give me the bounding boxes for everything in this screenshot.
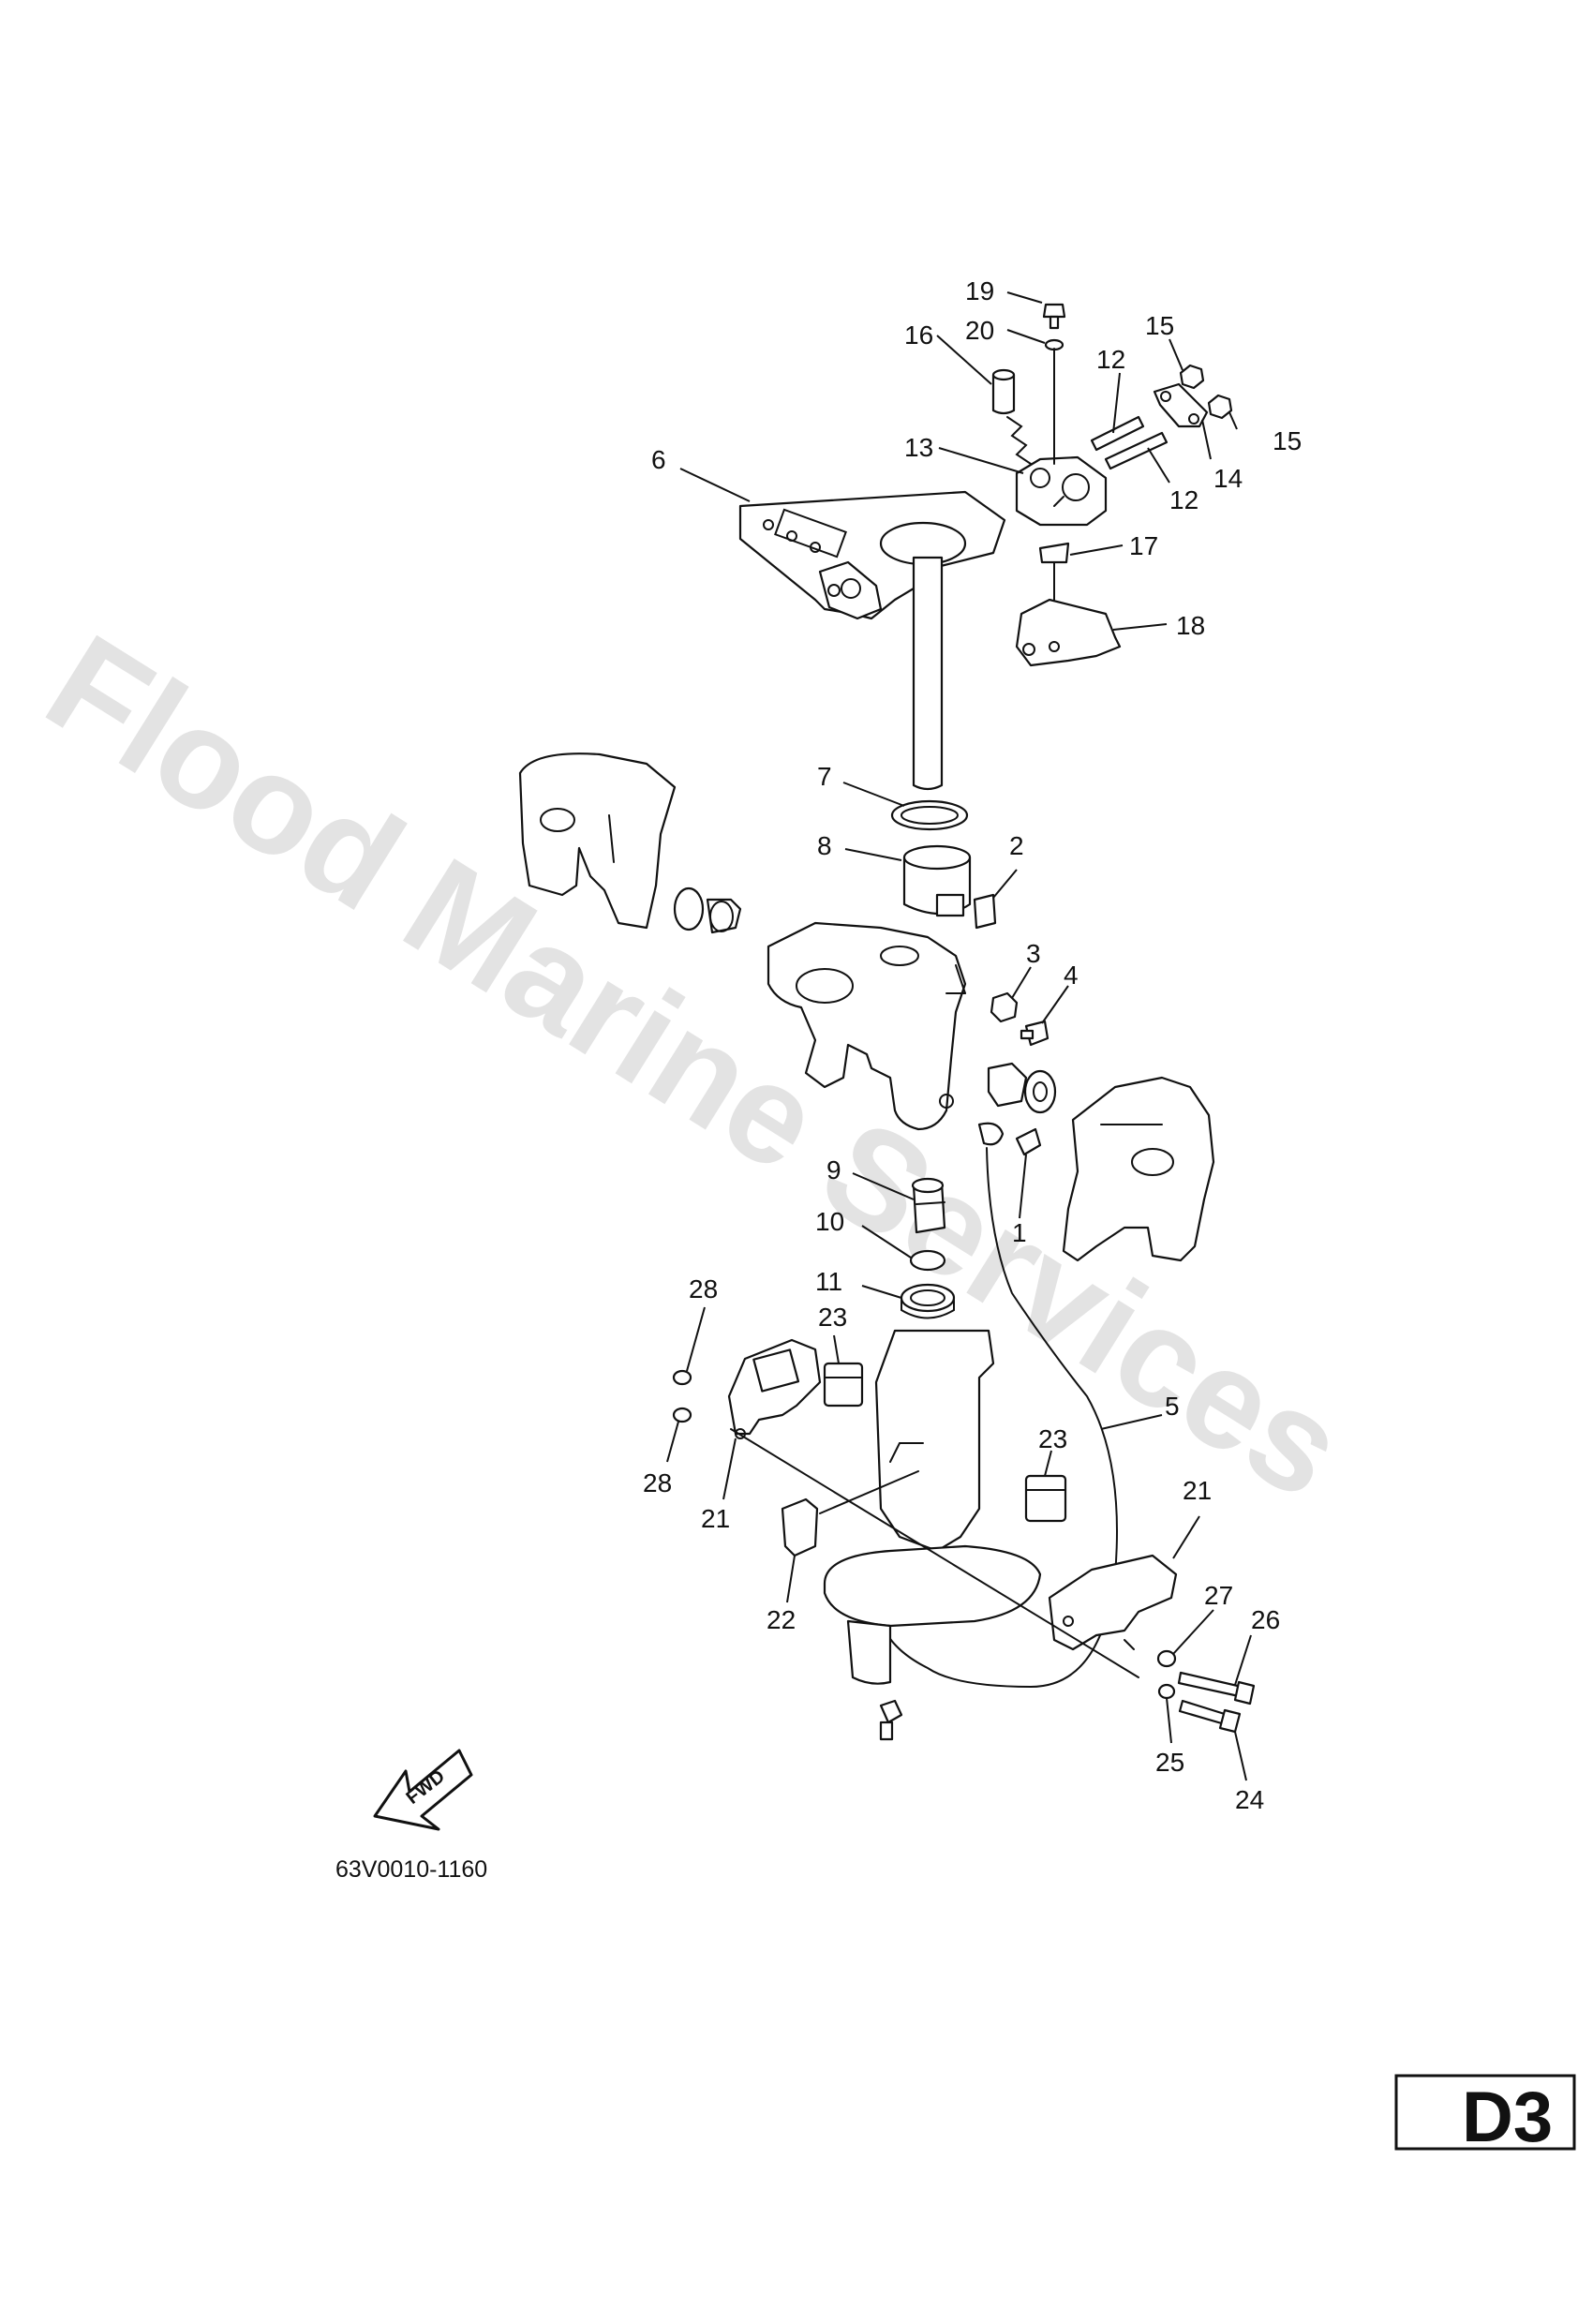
callout-14: 14 [1213,464,1243,493]
swivel-bracket-assembly [518,752,1215,1319]
callout-10: 10 [815,1207,844,1236]
callout-6: 6 [651,445,666,474]
watermark: Flood Marine Services [22,604,1370,1528]
diagram-code: 63V0010-1160 [335,1856,487,1883]
callout-11: 11 [815,1267,842,1296]
callout-15-left: 15 [1145,311,1174,340]
page-code: D3 [1462,2078,1553,2157]
callout-5: 5 [1165,1392,1180,1421]
steering-arm-assembly [738,303,1233,791]
callout-22: 22 [767,1605,796,1634]
callout-15-right: 15 [1273,426,1302,455]
callout-17: 17 [1129,531,1158,560]
callout-labels: 19 20 16 12 15 15 14 12 13 6 17 18 7 8 2… [643,276,1302,1814]
callout-7: 7 [817,762,832,791]
callout-4: 4 [1064,961,1079,990]
callout-20: 20 [965,316,994,345]
callout-3: 3 [1026,939,1041,968]
callout-24: 24 [1235,1785,1264,1814]
callout-1: 1 [1012,1218,1027,1247]
callout-26: 26 [1251,1605,1280,1634]
callout-25: 25 [1155,1748,1184,1777]
leader-lines [666,291,1252,1781]
callout-13: 13 [904,433,933,462]
callout-12-top: 12 [1096,345,1125,374]
callout-27: 27 [1204,1581,1233,1610]
callout-8: 8 [817,831,832,860]
callout-21-left: 21 [701,1504,730,1533]
lower-mount-assembly [672,1147,1256,1741]
callout-16: 16 [904,320,933,350]
callout-9: 9 [826,1155,841,1184]
callout-23-left: 23 [818,1303,847,1332]
callout-2: 2 [1009,831,1024,860]
callout-21-right: 21 [1183,1476,1212,1505]
callout-18: 18 [1176,611,1205,640]
callout-28-top: 28 [689,1274,718,1304]
callout-12-bottom: 12 [1169,485,1198,514]
callout-23-right: 23 [1038,1424,1067,1453]
callout-19: 19 [965,276,994,305]
page-code-box: D3 [1394,2074,1576,2157]
fwd-arrow-icon: FWD [373,1749,473,1831]
callout-28-bottom: 28 [643,1468,672,1497]
